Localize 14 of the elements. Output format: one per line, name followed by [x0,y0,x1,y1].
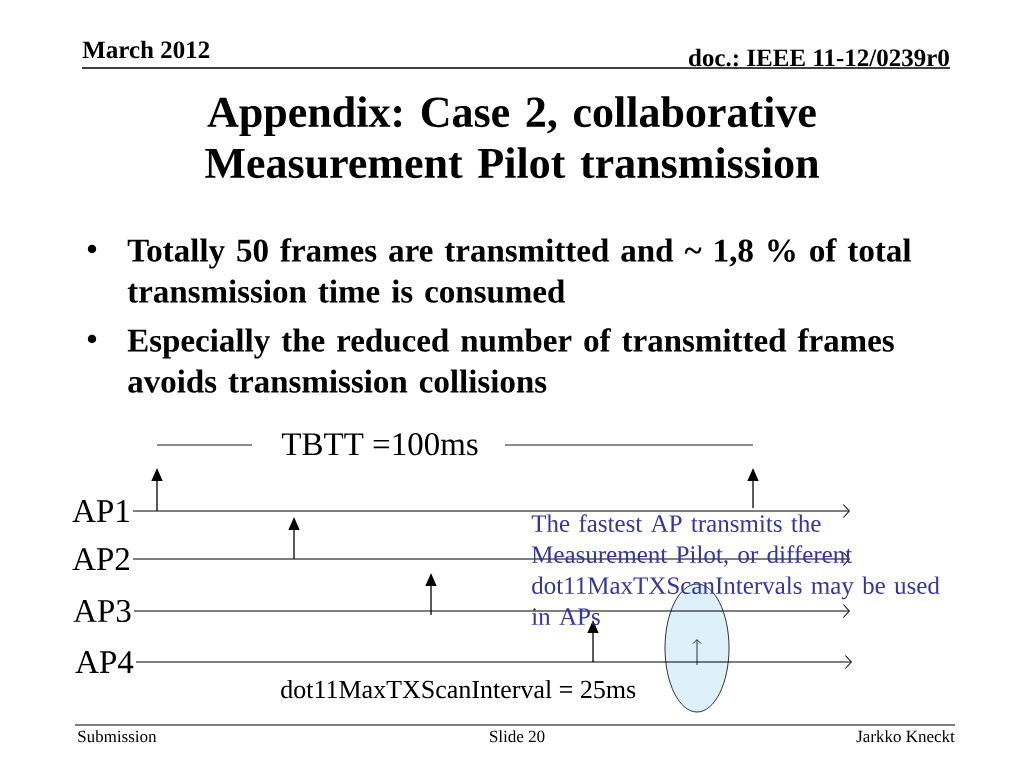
slide-title: Appendix: Case 2, collaborative Measurement Pilot transmission [205,96,819,179]
dimension-label: TBTT =100ms [281,433,478,456]
footer-text: Slide 20 [490,730,545,743]
header-text: doc.: IEEE 11-12/0239r0 [689,48,949,67]
footer-text: Submission [78,730,157,743]
bullet-text: Especially the reduced number of transmitted frames avoids transmission collisions [127,328,894,393]
footer-text: Jarkko Kneckt [856,730,955,743]
row-label: AP4 [75,651,134,673]
row-label: AP3 [73,599,131,623]
row-label: AP2 [72,548,129,570]
header-text: March 2012 [82,40,210,59]
row-label: AP1 [72,500,129,522]
interval-label: dot11MaxTXScanInterval = 25ms [281,679,636,699]
bullet-text: Totally 50 frames are transmitted and ~ 1,8 % of total transmission time is consumed [127,238,911,303]
